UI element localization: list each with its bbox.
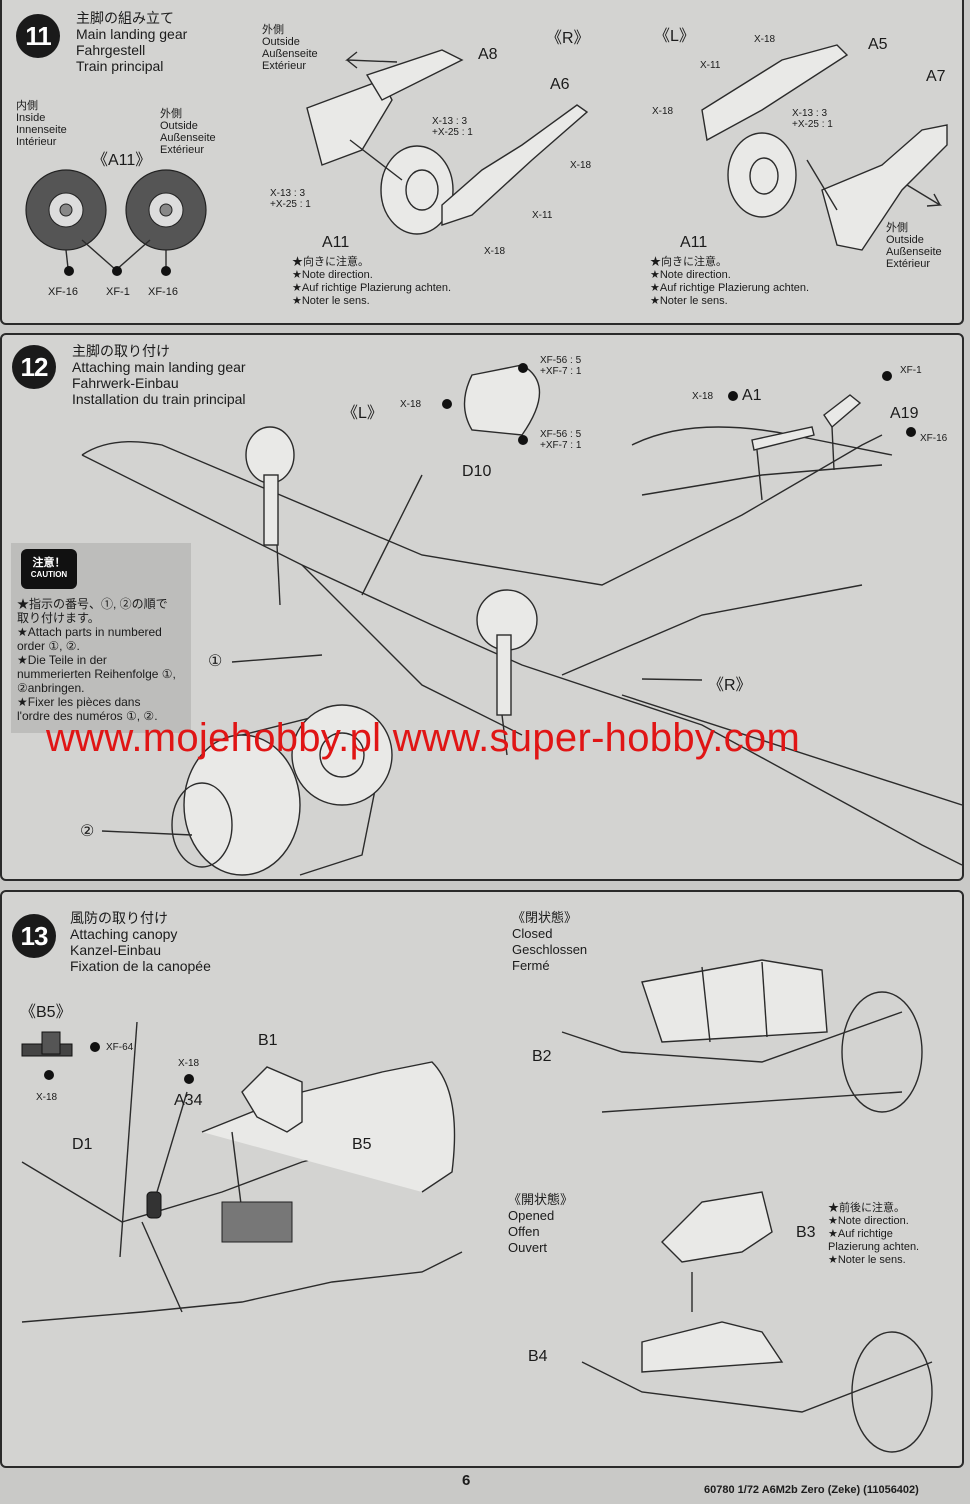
paint-code: X-18 [36,1092,58,1103]
caution-badge: 注意！CAUTION [21,549,77,589]
direction-notes-r: ★向きに注意。★Note direction.★Auf richtige Pla… [292,256,452,307]
paint-code: X-11 [700,60,721,71]
page-number: 6 [462,1472,471,1489]
title-en: Attaching main landing gear [72,359,246,375]
paint-dot [728,391,738,401]
right-side-label: 《R》 [708,677,752,694]
paint-dot [882,371,892,381]
title-en: Attaching canopy [70,926,178,942]
title-jp: 風防の取り付け [70,910,168,926]
left-side-label: 《L》 [654,28,695,45]
paint-code: XF-1 [106,286,130,298]
direction-notes-l: ★向きに注意。★Note direction.★Auf richtige Pla… [650,256,810,307]
part-d10: D10 [462,463,492,480]
right-side-label: 《R》 [546,30,590,47]
paint-code: X-18 [400,399,422,410]
step-number: 13 [12,914,56,958]
left-side-label: 《L》 [342,405,383,422]
title-jp: 主脚の組み立て [76,10,174,26]
paint-code: X-11 [532,210,553,221]
step-number: 11 [16,14,60,58]
step-12-panel: 12 主脚の取り付け Attaching main landing gear F… [0,333,964,881]
title-de: Kanzel-Einbau [70,942,162,958]
title-fr: Installation du train principal [72,391,246,407]
title-fr: Train principal [76,58,164,74]
part-d1: D1 [72,1136,93,1153]
watermark-text: www.mojehobby.pl www.super-hobby.com [46,716,801,760]
step-title: 風防の取り付け Attaching canopy Kanzel-Einbau F… [70,910,211,974]
paint-dot [44,1070,54,1080]
paint-dot [518,363,528,373]
part-a7: A7 [926,68,946,85]
part-b2: B2 [532,1048,552,1065]
paint-code: X-18 [754,34,776,45]
title-de: Fahrwerk-Einbau [72,375,179,391]
paint-code: XF-16 [148,286,178,298]
part-a8: A8 [478,46,498,63]
part-b1: B1 [258,1032,278,1049]
paint-dot [161,266,171,276]
part-a11-r: A11 [322,234,350,251]
footer-product-code: 60780 1/72 A6M2b Zero (Zeke) (11056402) [704,1484,919,1496]
paint-code: X-18 [692,391,714,402]
paint-dot [184,1074,194,1084]
step-title: 主脚の取り付け Attaching main landing gear Fahr… [72,343,246,407]
step-number: 12 [12,345,56,389]
part-a6: A6 [550,76,570,93]
mix-label: X-13 : 3+X-25 : 1 [792,108,833,130]
mix-label: XF-56 : 5+XF-7 : 1 [540,355,582,377]
paint-code: X-18 [652,106,674,117]
part-b4: B4 [528,1348,548,1365]
part-b5: B5 [352,1136,372,1153]
mix-label: X-13 : 3+X-25 : 1 [432,116,473,138]
b5-group-label: 《B5》 [20,1004,72,1021]
step-11-panel: 11 主脚の組み立て Main landing gear Fahrgestell… [0,0,964,325]
title-fr: Fixation de la canopée [70,958,211,974]
paint-dot [64,266,74,276]
paint-dot [518,435,528,445]
wheel-group-label: 《A11》 [92,152,152,169]
paint-code: X-18 [570,160,592,171]
mix-label: X-13 : 3+X-25 : 1 [270,188,311,210]
order-callout-1: ① [208,653,223,670]
paint-code: X-18 [178,1058,200,1069]
paint-code: XF-16 [920,433,948,444]
order-callout-2: ② [80,823,95,840]
part-a11-l: A11 [680,234,708,251]
paint-code: XF-64 [106,1042,134,1053]
title-en: Main landing gear [76,26,188,42]
step-11-drawing [25,44,948,271]
title-de: Fahrgestell [76,42,146,58]
title-jp: 主脚の取り付け [72,343,170,359]
paint-dot [442,399,452,409]
paint-code: XF-1 [900,365,922,376]
caution-box: 注意！CAUTION ★指示の番号、①, ②の順で 取り付けます。 ★Attac… [11,543,191,733]
step-13-drawing [21,959,933,1453]
paint-dot [112,266,122,276]
part-a1: A1 [742,387,762,404]
step-title: 主脚の組み立て Main landing gear Fahrgestell Tr… [76,10,187,74]
paint-code: XF-16 [48,286,78,298]
paint-dot [90,1042,100,1052]
mix-label: XF-56 : 5+XF-7 : 1 [540,429,582,451]
paint-dot [906,427,916,437]
part-a5: A5 [868,36,888,53]
part-b3: B3 [796,1224,816,1241]
step-12-drawing [81,364,962,876]
part-a19: A19 [890,405,919,422]
part-a34: A34 [174,1092,203,1109]
paint-code: X-18 [484,246,506,257]
step-13-panel: 13 風防の取り付け Attaching canopy Kanzel-Einba… [0,890,964,1468]
